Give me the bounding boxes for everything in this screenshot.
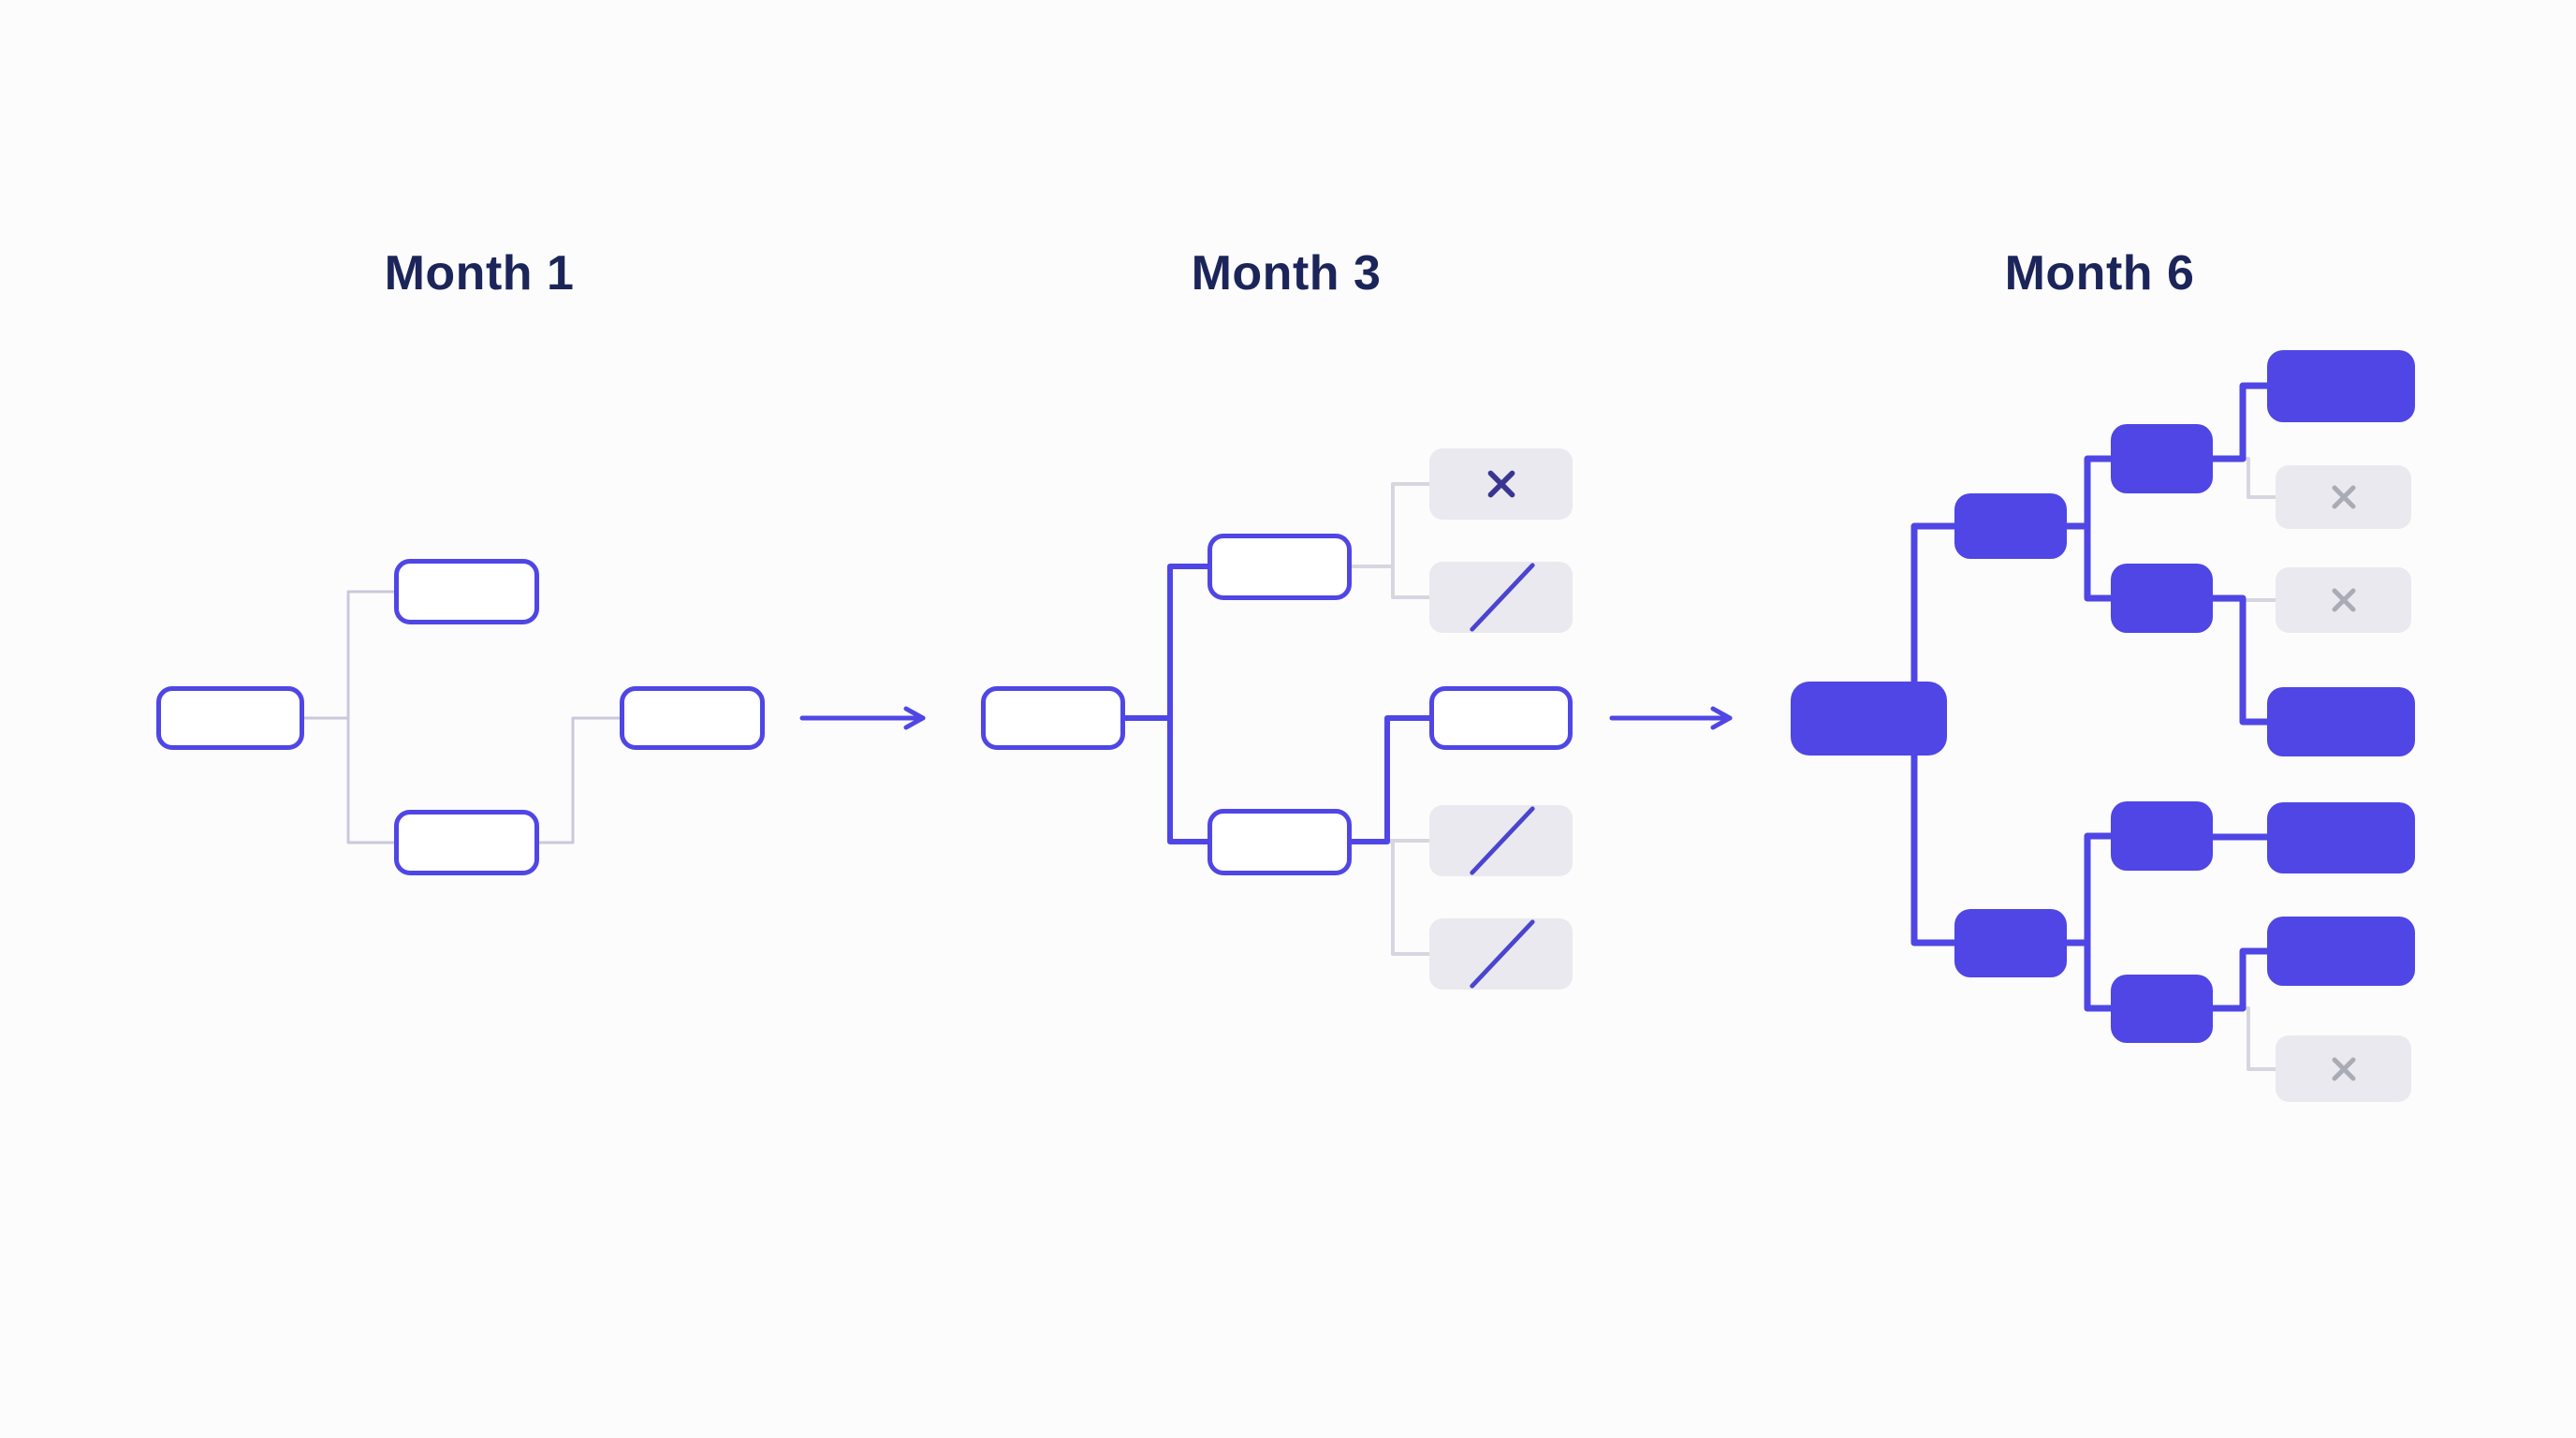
m6-semi-top-node bbox=[1954, 493, 2067, 559]
m6-leaf-node bbox=[2267, 350, 2415, 422]
connector bbox=[1167, 564, 1210, 844]
m1-branch-top-node bbox=[394, 559, 539, 624]
m6-semi-bottom-node bbox=[1954, 909, 2067, 977]
connector bbox=[1350, 482, 1431, 568]
m6-pruned-node bbox=[2276, 1035, 2411, 1102]
connector bbox=[2209, 947, 2271, 1012]
stage-title-month-6: Month 6 bbox=[2004, 246, 2195, 301]
m3-branch-bottom-node bbox=[1208, 809, 1352, 875]
m3-pruned-node bbox=[1429, 448, 1573, 520]
m6-quarter-node bbox=[2111, 424, 2213, 493]
m3-active-node bbox=[1429, 686, 1573, 750]
m6-pruned-node bbox=[2276, 567, 2411, 633]
m3-pruned-node bbox=[1429, 918, 1573, 990]
connector bbox=[2209, 382, 2271, 462]
m1-branch-bottom-node bbox=[394, 810, 539, 875]
stage-title-month-3: Month 3 bbox=[1191, 246, 1382, 301]
slash-icon bbox=[1469, 919, 1535, 989]
m3-root-node bbox=[981, 686, 1125, 750]
m6-quarter-node bbox=[2111, 801, 2213, 871]
m6-quarter-node bbox=[2111, 975, 2213, 1043]
slash-icon bbox=[1469, 563, 1535, 632]
connector bbox=[2084, 455, 2115, 602]
connector bbox=[1350, 565, 1431, 599]
x-icon bbox=[2332, 588, 2355, 612]
m3-pruned-node bbox=[1429, 805, 1573, 876]
connector bbox=[2211, 457, 2277, 499]
connector bbox=[1349, 715, 1432, 844]
m1-result-node bbox=[620, 686, 765, 750]
m3-branch-top-node bbox=[1208, 534, 1352, 600]
m1-root-node bbox=[156, 686, 304, 750]
x-icon bbox=[2332, 485, 2355, 509]
m6-leaf-node bbox=[2267, 687, 2415, 756]
connector bbox=[537, 716, 622, 844]
connector bbox=[2209, 594, 2271, 726]
m6-leaf-node bbox=[2267, 917, 2415, 986]
connector bbox=[2211, 1006, 2277, 1071]
m6-root-node bbox=[1791, 682, 1947, 756]
m6-pruned-node bbox=[2276, 465, 2411, 529]
m6-quarter-node bbox=[2111, 564, 2213, 633]
x-icon bbox=[1487, 470, 1515, 498]
x-icon bbox=[2332, 1057, 2355, 1080]
stage-title-month-1: Month 1 bbox=[384, 246, 575, 301]
m3-pruned-node bbox=[1429, 562, 1573, 633]
connector bbox=[1350, 840, 1431, 956]
slash-icon bbox=[1469, 806, 1535, 875]
connector bbox=[346, 590, 396, 844]
connector bbox=[2084, 832, 2115, 1012]
m6-leaf-node bbox=[2267, 802, 2415, 873]
